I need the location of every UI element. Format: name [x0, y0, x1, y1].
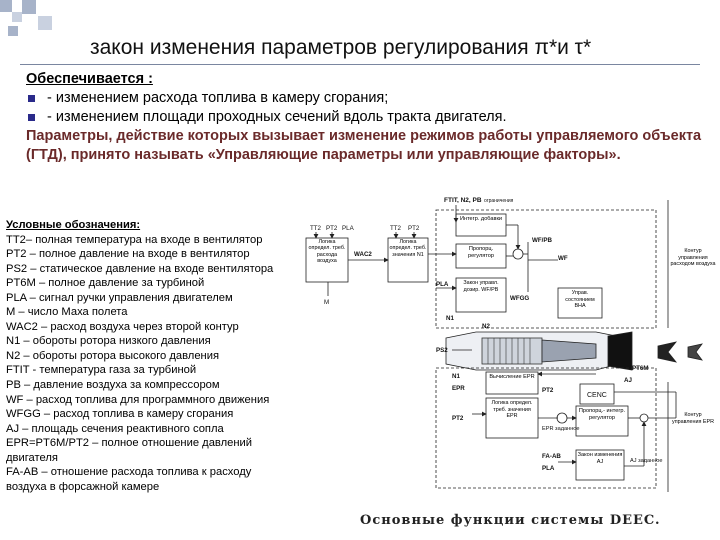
contour-label-airflow: Контур управления расходом воздуха [670, 248, 716, 268]
signal-label: PS2 [436, 347, 448, 354]
block-cenc [579, 383, 615, 405]
signal-label: FA-AB [542, 453, 561, 460]
block-text: Логика определ. треб. значения N1 [389, 239, 427, 258]
summing-junction [639, 413, 649, 423]
signal-label: N2 [482, 323, 490, 330]
intro-block: Обеспечивается : - изменением расхода то… [26, 70, 706, 165]
title-divider [20, 64, 700, 65]
slide-title: закон изменения параметров регулирования… [90, 36, 592, 59]
signal-label: PT6M [632, 365, 649, 372]
signal-label: M [324, 299, 329, 306]
decor-square [12, 12, 22, 22]
signal-label: WF/PB [532, 237, 552, 244]
bullet-square-icon [28, 95, 35, 102]
bullet-item: - изменением расхода топлива в камеру сг… [26, 89, 706, 108]
block-afterburner [575, 449, 625, 481]
legend-heading: Условные обозначения: [6, 219, 141, 231]
bullet-square-icon [28, 114, 35, 121]
diagram-caption: Основные функции системы DEEC. [360, 513, 661, 528]
bullet-text: - изменением площади проходных сечений в… [47, 109, 507, 125]
signal-label: AJ заданное [630, 458, 663, 464]
signal-label: PT2 [542, 387, 554, 394]
legend-item: EPR=PT6M/PT2 – полное отношение давлений… [6, 437, 253, 464]
legend-block: Условные обозначения: TT2– полная темпер… [6, 218, 291, 494]
block-text: Пропорц. регулятор [468, 246, 494, 259]
intro-definition: Параметры, действие которых вызывает изм… [26, 128, 702, 163]
bullet-item: - изменением площади проходных сечений в… [26, 108, 706, 127]
legend-item: N2 – обороты ротора высокого давления [6, 349, 220, 362]
block-text: CENC [587, 392, 607, 399]
input-label: TT2 [310, 225, 322, 232]
signal-label: N1 [452, 373, 460, 380]
signal-label: PLA [436, 281, 449, 288]
legend-item: WAC2 – расход воздуха через второй конту… [6, 320, 239, 333]
legend-item: WF – расход топлива для программного дви… [6, 393, 270, 406]
legend-item: M – число Маха полета [6, 306, 128, 319]
block-text: Интегр. добавки [459, 216, 503, 222]
summing-junction [512, 248, 524, 260]
signal-label: PLA [542, 465, 555, 472]
signal-label: WAC2 [354, 251, 372, 258]
decor-square [22, 0, 36, 14]
signal-label: AJ [624, 377, 632, 384]
legend-item: AJ – площадь сечения реактивного сопла [6, 422, 224, 435]
diagram-top-label: FTIT, N2, PB [444, 197, 482, 204]
block-text: Логика определ. треб. значения EPR [491, 400, 533, 420]
block-fuel-dose [455, 277, 507, 313]
decor-square [38, 16, 52, 30]
decor-square [8, 26, 18, 36]
contour-label-epr: Контур управления EPR [672, 412, 714, 425]
decor-square [0, 0, 12, 12]
input-label: PT2 [408, 225, 420, 232]
legend-item: WFGG – расход топлива в камеру сгорания [6, 408, 234, 421]
block-text: Закон управл. дозир. WF/PB [463, 280, 499, 293]
summing-junction [556, 412, 568, 424]
legend-item: N1 – обороты ротора низкого давления [6, 335, 211, 348]
legend-item: PT2 – полное давление на входе в вентиля… [6, 248, 250, 261]
block-text: Логика определ. треб. расхода воздуха [308, 239, 346, 265]
deec-diagram: FTIT, N2, PB ограничения TT2 PT2 PLA TT2… [305, 197, 716, 492]
diagram-top-label-small: ограничения [484, 198, 514, 204]
block-manage [557, 287, 603, 319]
signal-label: PT2 [452, 415, 464, 422]
input-label: PLA [342, 225, 355, 232]
intro-heading: Обеспечивается : [26, 71, 153, 87]
block-text: Управ. состоянием ВНА [565, 290, 595, 310]
legend-item: PT6M – полное давление за турбиной [6, 277, 205, 290]
legend-item: PS2 – статическое давление на входе вент… [6, 262, 274, 275]
signal-label: EPR [452, 385, 465, 392]
nozzle-icon [657, 341, 678, 363]
signal-label: N1 [446, 315, 454, 322]
legend-item: FTIT - температура газа за турбиной [6, 364, 197, 377]
signal-label: WFGG [510, 295, 529, 302]
bullet-text: - изменением расхода топлива в камеру сг… [47, 90, 389, 106]
block-prop-int [575, 405, 629, 437]
legend-item: FA-AB – отношение расхода топлива к расх… [6, 466, 252, 493]
input-label: TT2 [390, 225, 402, 232]
block-text: Пропорц.- интегр. регулятор [578, 408, 626, 421]
legend-item: PLA – сигнал ручки управления двигателем [6, 291, 233, 304]
block-calc-epr [485, 371, 539, 395]
legend-item: PB – давление воздуха за компрессором [6, 379, 220, 392]
block-text: Закон изменения AJ [577, 452, 623, 465]
legend-item: TT2– полная температура на входе в венти… [6, 233, 263, 246]
block-text: Вычисление EPR [489, 374, 535, 380]
signal-label: EPR заданное [542, 426, 580, 432]
block-logic-n1 [387, 237, 429, 283]
input-label: PT2 [326, 225, 338, 232]
signal-label: WF [558, 255, 568, 262]
